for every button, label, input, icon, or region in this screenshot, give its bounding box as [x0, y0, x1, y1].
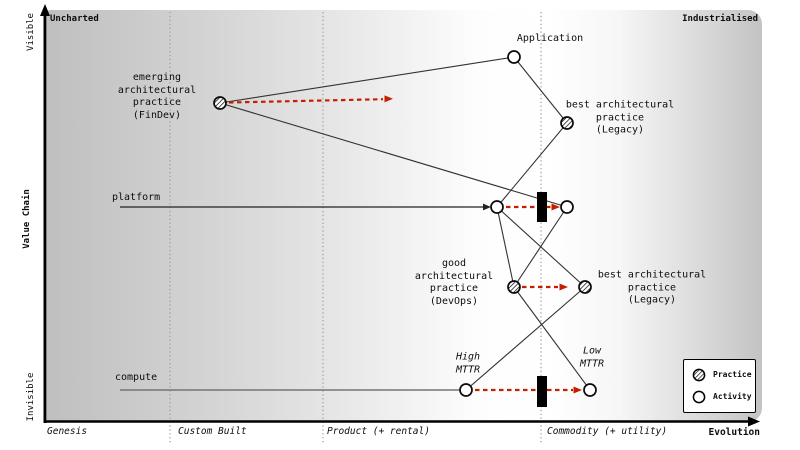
label-best-practice-bottom: best architectural practice (Legacy) — [597, 269, 707, 306]
edge-platform-goodpractice — [496, 206, 515, 288]
edge-emerging-platform-right — [219, 102, 568, 208]
x-axis-stage-custom-built: Custom Built — [178, 426, 247, 437]
x-axis-stage-commodity: Commodity (+ utility) — [547, 426, 668, 437]
movement-arrows — [228, 98, 573, 392]
node-platform-evolved — [560, 200, 574, 214]
node-good-practice — [507, 280, 521, 294]
label-compute: compute — [115, 372, 158, 383]
quadrant-label-industrialised: Industrialised — [682, 14, 758, 24]
movement-platform-arrowhead-icon — [551, 203, 560, 211]
label-best-practice-top: best architectural practice (Legacy) — [565, 99, 675, 136]
platform-line-arrowhead-icon — [483, 203, 491, 211]
nodes — [213, 50, 597, 397]
legend-label-activity: Activity — [713, 392, 752, 401]
legend-item-practice: Practice — [692, 368, 755, 382]
node-emerging-practice — [213, 96, 227, 110]
node-platform — [490, 200, 504, 214]
inertia-bar-platform — [537, 192, 547, 222]
legend-box: Practice Activity — [683, 359, 756, 413]
edge-emerging-application — [219, 56, 515, 104]
movement-emerging-arrowhead-icon — [384, 95, 393, 103]
label-good-practice: good architectural practice (DevOps) — [414, 258, 494, 307]
x-axis-arrowhead-icon — [748, 416, 760, 427]
y-axis-label-visible: Visible — [26, 13, 36, 51]
movement-arrowheads — [384, 95, 582, 394]
map-gradient-background — [47, 10, 762, 422]
label-platform: platform — [112, 192, 161, 203]
quadrant-label-uncharted: Uncharted — [50, 14, 99, 24]
edge-bestpractice-top-platform — [496, 122, 568, 208]
node-best-practice-top — [560, 116, 574, 130]
legend-label-practice: Practice — [713, 370, 752, 379]
y-axis-title: Value Chain — [22, 189, 32, 249]
y-axis-label-invisible: Invisible — [26, 372, 36, 422]
edges — [219, 56, 591, 391]
x-axis-stage-genesis: Genesis — [47, 426, 88, 437]
edge-bestpractice-bottom-highmttr — [465, 286, 586, 391]
label-emerging-practice: emerging architectural practice (FinDev) — [117, 72, 197, 121]
label-application: Application — [516, 32, 584, 44]
activity-icon — [692, 390, 706, 404]
movement-compute-arrowhead-icon — [573, 386, 582, 394]
node-high-mttr — [459, 383, 473, 397]
inertia-bar-compute — [537, 376, 547, 407]
movement-emerging — [228, 98, 384, 104]
x-axis-title: Evolution — [708, 427, 760, 438]
label-high-mttr: High MTTR — [455, 351, 481, 376]
edge-application-bestpractice-top — [513, 56, 568, 124]
edge-goodpractice-lowmttr — [513, 286, 591, 391]
node-application — [507, 50, 521, 64]
node-best-practice-bottom — [578, 280, 592, 294]
edge-platform-right-goodpractice — [513, 206, 568, 288]
label-low-mttr: Low MTTR — [579, 345, 605, 370]
x-axis-stage-product: Product (+ rental) — [327, 426, 430, 437]
legend-item-activity: Activity — [692, 390, 755, 404]
node-low-mttr — [583, 383, 597, 397]
movement-goodpractice-arrowhead-icon — [559, 283, 568, 291]
practice-icon — [692, 368, 706, 382]
y-axis-arrowhead-icon — [40, 4, 50, 16]
